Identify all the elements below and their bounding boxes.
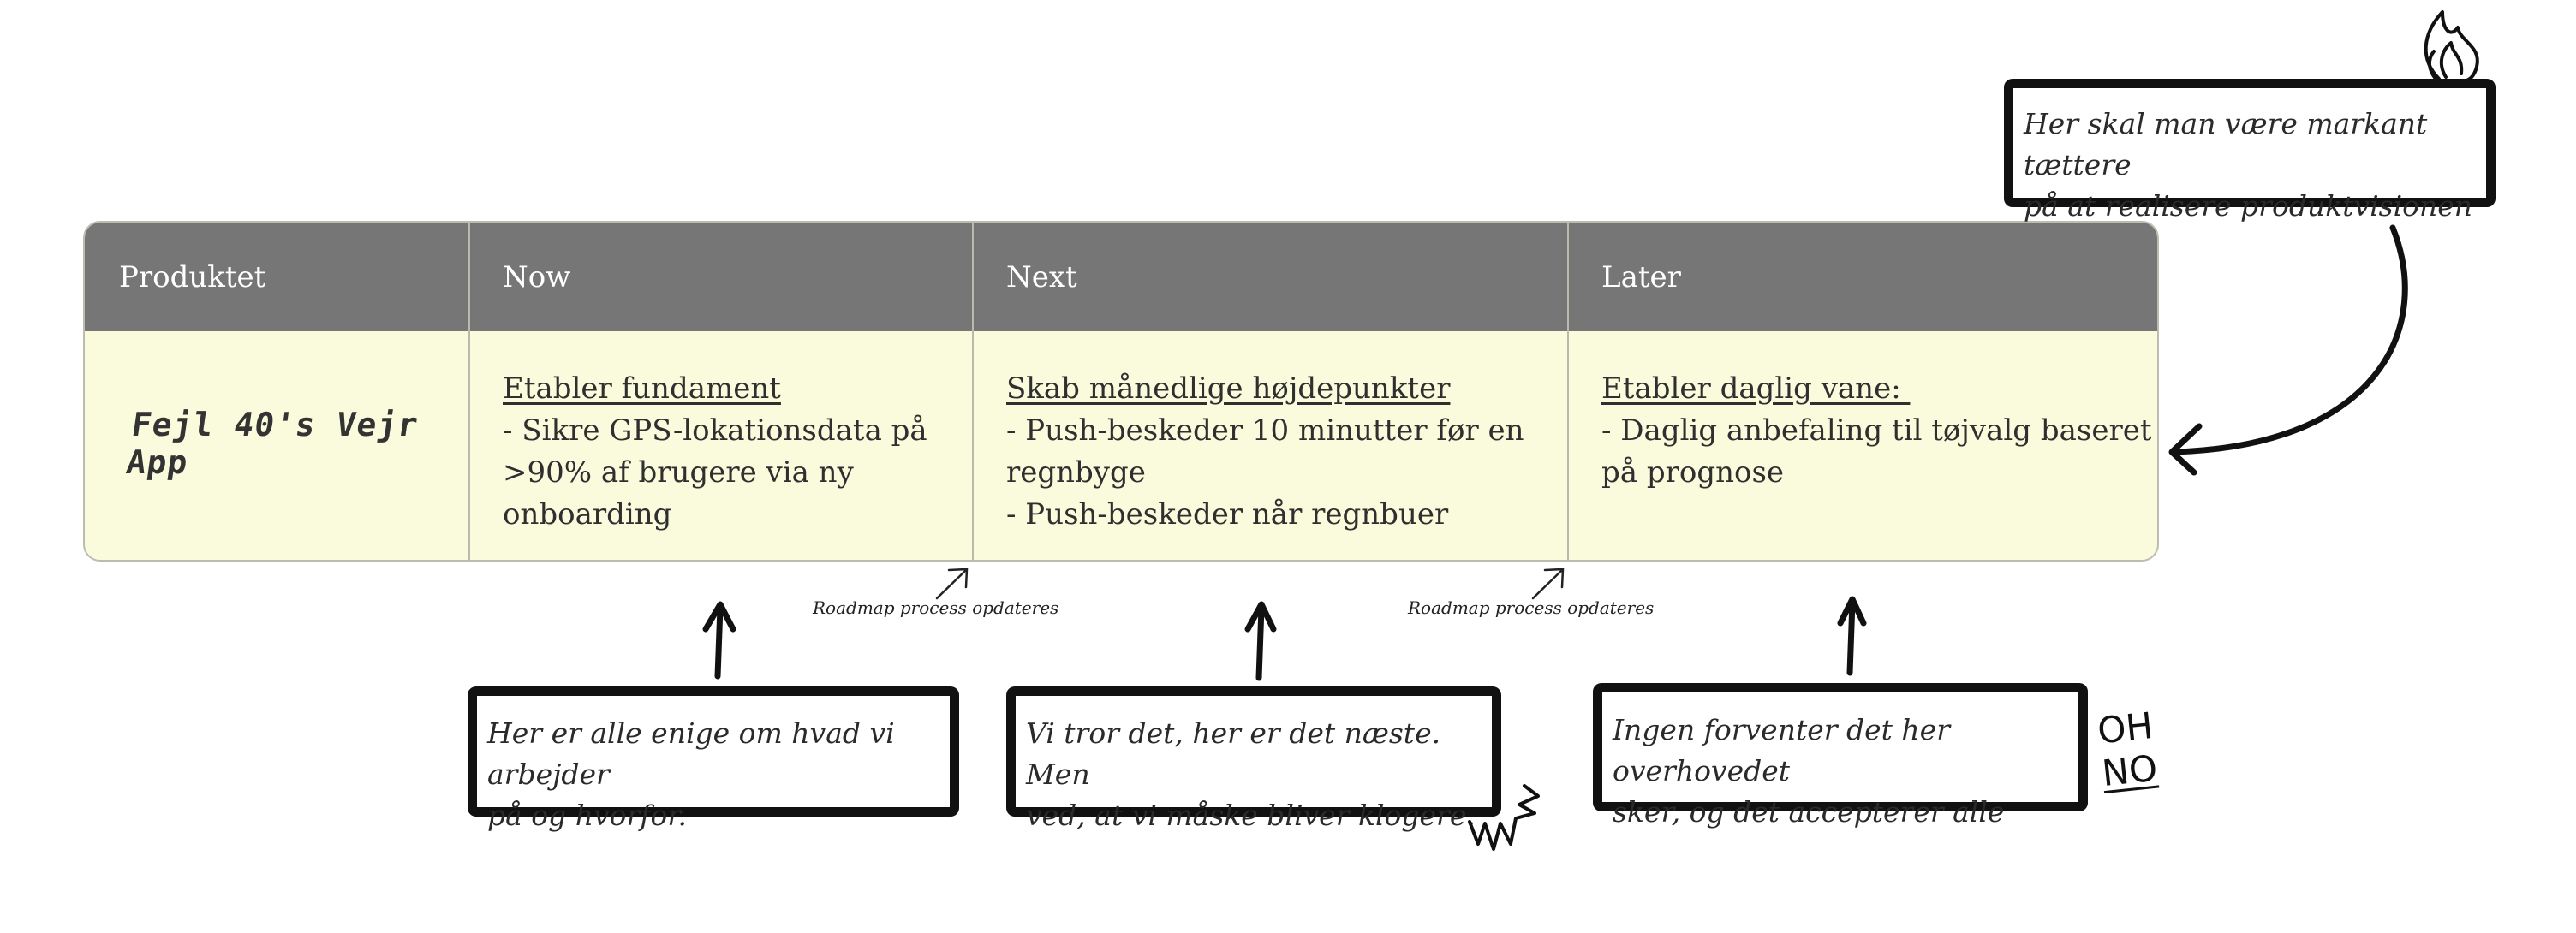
- small-diagonal-arrow: [935, 568, 969, 600]
- note-line: Her skal man være markant tættere: [2024, 107, 2428, 181]
- zigzag-doodle-icon: [1468, 784, 1540, 851]
- note-line: ved, at vi måske bliver klogere.: [1026, 799, 1476, 832]
- roadmap-table: Produktet Now Next Later Fejl 40's Vejr …: [83, 221, 2159, 562]
- note-top-right: Her skal man være markant tættere på at …: [2004, 79, 2496, 223]
- now-line: onboarding: [503, 497, 672, 532]
- header-now: Now: [503, 260, 571, 294]
- next-cell: Skab månedlige højdepunkter - Push-beske…: [1006, 368, 1524, 536]
- column-divider: [468, 223, 470, 560]
- column-divider: [1567, 223, 1569, 560]
- note-now: Her er alle enige om hvad vi arbejder på…: [468, 686, 959, 832]
- note-line: sker, og det accepterer alle: [1613, 795, 2005, 829]
- up-arrow-next: [1244, 601, 1277, 681]
- later-line: på prognose: [1601, 455, 1785, 490]
- later-line: - Daglig anbefaling til tøjvalg baseret: [1601, 413, 2152, 448]
- now-cell: Etabler fundament - Sikre GPS-lokationsd…: [503, 368, 927, 536]
- header-next: Next: [1006, 260, 1077, 294]
- curved-arrow: [2168, 224, 2408, 476]
- roadmap-process-label: Roadmap process opdateres: [813, 597, 1059, 618]
- note-later: Ingen forventer det her overhovedet sker…: [1593, 683, 2088, 829]
- note-line: Her er alle enige om hvad vi arbejder: [487, 716, 895, 791]
- table-header-row: [85, 223, 2157, 331]
- small-diagonal-arrow: [1531, 568, 1565, 600]
- note-line: Vi tror det, her er det næste. Men: [1026, 716, 1441, 791]
- roadmap-process-label: Roadmap process opdateres: [1408, 597, 1655, 618]
- up-arrow-now: [702, 601, 736, 680]
- later-title: Etabler daglig vane:: [1601, 371, 1911, 406]
- note-line: på at realisere produktvisionen: [2024, 189, 2473, 223]
- note-next: Vi tror det, her er det næste. Men ved, …: [1006, 686, 1501, 832]
- next-line: regnbyge: [1006, 455, 1146, 490]
- note-line: Ingen forventer det her overhovedet: [1613, 713, 1950, 787]
- column-divider: [972, 223, 974, 560]
- next-title: Skab månedlige højdepunkter: [1006, 371, 1451, 406]
- now-title: Etabler fundament: [503, 371, 781, 406]
- up-arrow-later: [1837, 596, 1867, 676]
- header-later: Later: [1601, 260, 1681, 294]
- now-line: >90% af brugere via ny: [503, 455, 854, 490]
- now-line: - Sikre GPS-lokationsdata på: [503, 413, 927, 448]
- later-cell: Etabler daglig vane: - Daglig anbefaling…: [1601, 368, 2152, 494]
- header-produktet: Produktet: [119, 260, 266, 294]
- flame-icon: [2424, 10, 2479, 82]
- next-line: - Push-beskeder 10 minutter før en: [1006, 413, 1524, 448]
- next-line: - Push-beskeder når regnbuer: [1006, 497, 1449, 532]
- note-line: på og hvorfor.: [487, 799, 688, 832]
